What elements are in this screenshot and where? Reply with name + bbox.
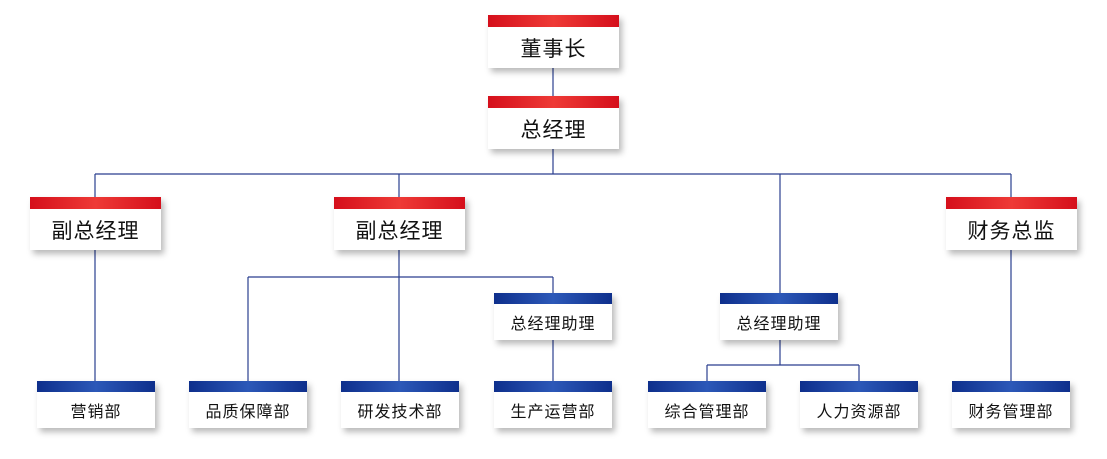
node-cfo: 财务总监 (946, 197, 1077, 250)
node-rnd: 研发技术部 (341, 381, 459, 428)
node-label: 财务总监 (967, 218, 1056, 243)
node-vice-gm-1: 副总经理 (30, 197, 161, 250)
node-marketing: 营销部 (37, 381, 155, 428)
node-production: 生产运营部 (494, 381, 612, 428)
node-quality: 品质保障部 (189, 381, 307, 428)
node-label: 人力资源部 (816, 402, 902, 421)
node-general-manager: 总经理 (488, 96, 619, 149)
node-label: 总经理助理 (510, 314, 596, 333)
node-chairman: 董事长 (488, 15, 619, 68)
node-finance: 财务管理部 (952, 381, 1070, 428)
node-label: 财务管理部 (968, 402, 1054, 421)
node-label: 董事长 (520, 36, 587, 61)
node-label: 副总经理 (51, 218, 140, 243)
node-label: 综合管理部 (664, 402, 750, 421)
node-hr: 人力资源部 (800, 381, 918, 428)
node-label: 营销部 (70, 402, 122, 421)
node-gm-assistant-2: 总经理助理 (720, 293, 838, 340)
node-label: 总经理 (520, 117, 587, 142)
node-label: 总经理助理 (736, 314, 822, 333)
node-label: 生产运营部 (510, 402, 596, 421)
node-label: 研发技术部 (357, 402, 443, 421)
node-gm-assistant-1: 总经理助理 (494, 293, 612, 340)
node-label: 副总经理 (355, 218, 444, 243)
node-label: 品质保障部 (205, 402, 291, 421)
node-general-admin: 综合管理部 (648, 381, 766, 428)
node-vice-gm-2: 副总经理 (334, 197, 465, 250)
